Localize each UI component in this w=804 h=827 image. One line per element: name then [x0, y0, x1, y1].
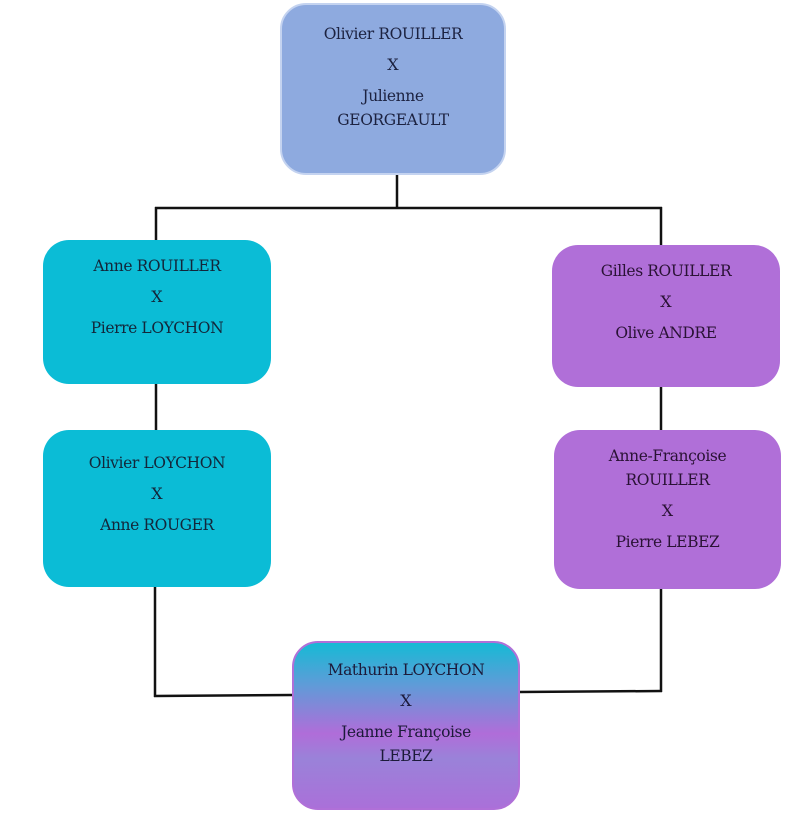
spouse2-name-line2: LEBEZ — [379, 747, 433, 765]
spouse1-name: Olivier LOYCHON — [88, 454, 226, 472]
marriage-symbol: X — [151, 287, 163, 306]
spouse2-name-line1: Jeanne Françoise — [341, 723, 471, 741]
marriage-symbol: X — [387, 55, 399, 74]
marriage-symbol: X — [151, 484, 163, 503]
spouse2-name: Olive ANDRE — [615, 324, 717, 342]
couple-box-right-gen2[interactable]: Gilles ROUILLER X Olive ANDRE — [552, 245, 780, 387]
marriage-symbol: X — [400, 691, 412, 710]
couple-box-left-gen2[interactable]: Anne ROUILLER X Pierre LOYCHON — [43, 240, 271, 384]
couple-box-left-gen3[interactable]: Olivier LOYCHON X Anne ROUGER — [43, 430, 271, 587]
spouse2-name: Pierre LEBEZ — [615, 533, 720, 551]
couple-box-union[interactable]: Mathurin LOYCHON X Jeanne Françoise LEBE… — [292, 641, 520, 810]
marriage-symbol: X — [660, 292, 672, 311]
spouse2-name-line2: GEORGEAULT — [337, 111, 449, 129]
spouse1-name: Olivier ROUILLER — [323, 25, 463, 43]
spouse1-name-line2: ROUILLER — [625, 471, 710, 489]
connector-left-to-union — [153, 693, 294, 698]
spouse2-name-line1: Julienne — [362, 87, 424, 105]
spouse2-name: Pierre LOYCHON — [90, 319, 224, 337]
spouse1-name-line1: Anne-Françoise — [608, 447, 727, 465]
spouse2-name: Anne ROUGER — [100, 516, 214, 534]
spouse1-name: Anne ROUILLER — [93, 257, 221, 275]
marriage-symbol: X — [661, 501, 674, 520]
connector-right-to-union — [518, 689, 663, 694]
spouse1-name: Mathurin LOYCHON — [327, 661, 485, 679]
couple-box-root[interactable]: Olivier ROUILLER X Julienne GEORGEAULT — [280, 3, 506, 175]
couple-box-right-gen3[interactable]: Anne-Françoise ROUILLER X Pierre LEBEZ — [554, 430, 781, 589]
spouse1-name: Gilles ROUILLER — [600, 262, 732, 280]
